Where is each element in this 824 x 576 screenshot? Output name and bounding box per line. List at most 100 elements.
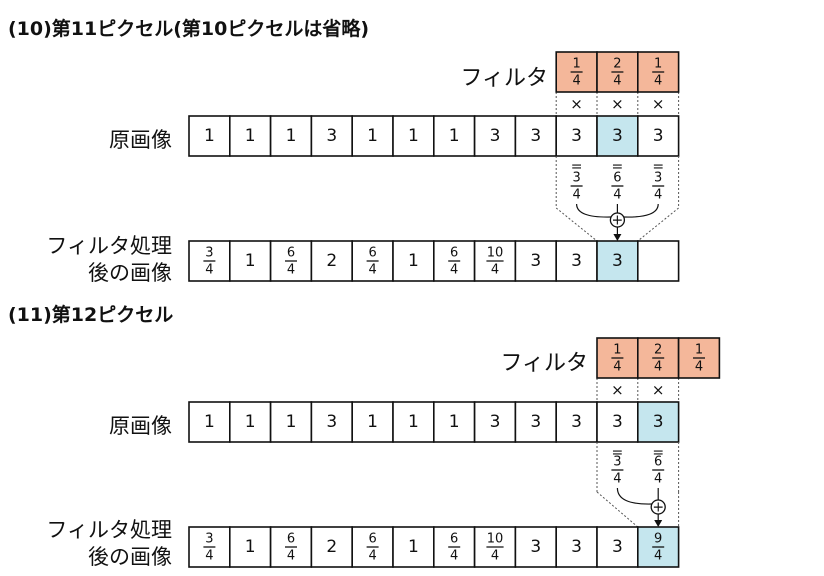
section-10-filter-coef-1-den: 4 [613, 74, 621, 89]
section-11-original-cell-3 [310, 401, 353, 443]
section-10-product-2-num: 3 [654, 170, 662, 185]
section-10-product-0-num: 3 [572, 170, 580, 185]
section-11-original-value-11: 3 [653, 412, 664, 432]
section-10-multiply-1: × [611, 95, 624, 113]
section-11-product-0-num: 3 [613, 454, 621, 469]
section-11-original-cell-5 [392, 401, 435, 443]
section-11-original-cell-7 [473, 401, 517, 443]
section-11-filtered-value-10: 3 [612, 537, 623, 557]
section-10-original-cell-8 [514, 115, 558, 157]
section-10-original-value-0: 1 [204, 126, 215, 146]
section-10-original-cell-0 [188, 115, 231, 157]
section-10-funnel-right-diag [637, 207, 679, 242]
section-11-filter-coef-1-den: 4 [654, 360, 662, 375]
section-11-filtered-value-7-den: 4 [491, 549, 499, 564]
section-10-original-value-7: 3 [490, 126, 501, 146]
section-11-original-value-1: 1 [245, 412, 256, 432]
section-11-product-0-den: 4 [613, 472, 621, 487]
section-10-filtered-cell-3 [310, 240, 353, 282]
section-10-filtered-value-3: 2 [326, 251, 337, 271]
section-10-product-2-den: 4 [654, 188, 662, 203]
section-10-filtered-value-4-den: 4 [368, 263, 376, 278]
section-11-filtered-value-7-num: 10 [487, 531, 504, 546]
section-10-filtered-value-9: 3 [571, 251, 582, 271]
section-10-heading: (10)第11ピクセル(第10ピクセルは省略) [8, 18, 370, 40]
section-11-filtered-label-1: フィルタ処理 [46, 518, 172, 542]
section-10-original-value-8: 3 [530, 126, 541, 146]
section-11-filtered-cell-8 [514, 526, 558, 568]
section-11-filtered-value-3: 2 [326, 537, 337, 557]
section-11-filter-coef-2-num: 1 [695, 342, 703, 357]
section-11-filtered-cell-10 [596, 526, 639, 568]
section-10-filtered-cell-0 [188, 240, 231, 282]
section-10-filter-label: フィルタ [460, 66, 548, 91]
section-11-filtered-value-8: 3 [530, 537, 541, 557]
section-11-original-cell-2 [269, 401, 313, 443]
section-11-filtered-cell-0 [188, 526, 231, 568]
section-11-original-value-2: 1 [286, 412, 297, 432]
section-11-original-value-10: 3 [612, 412, 623, 432]
section-11-filtered-cell-3 [310, 526, 353, 568]
section-10-filter-coef-0-num: 1 [572, 56, 580, 71]
section-10-equals-1: = [612, 159, 624, 175]
section-11-arrow-head [654, 520, 663, 527]
section-11-equals-1: = [652, 445, 664, 461]
section-10-original-value-9: 3 [571, 126, 582, 146]
section-11-filtered-value-11-num: 9 [654, 531, 662, 546]
section-11-product-1-den: 4 [654, 472, 662, 487]
section-11-filter-coef-2-den: 4 [695, 360, 703, 375]
section-11-equals-0: = [612, 445, 624, 461]
section-10-connector-2 [623, 203, 659, 218]
section-10-product-0-den: 4 [572, 188, 580, 203]
section-10-product-1-num: 6 [613, 170, 621, 185]
section-11-multiply-1: × [652, 381, 665, 399]
section-10-filtered-value-1: 1 [245, 251, 256, 271]
section-10-original-value-5: 1 [408, 126, 419, 146]
section-10-filtered-value-5: 1 [408, 251, 419, 271]
section-11-filtered-value-0-num: 3 [205, 531, 213, 546]
section-11-filtered-value-11-den: 4 [654, 549, 662, 564]
section-10-original-cell-1 [229, 115, 272, 157]
section-11-original-cell-9 [555, 401, 598, 443]
section-10-original-cell-2 [269, 115, 313, 157]
section-11-original-value-5: 1 [408, 412, 419, 432]
section-11-filtered-value-9: 3 [571, 537, 582, 557]
section-11-heading: (11)第12ピクセル [8, 304, 174, 326]
section-10-original-value-3: 3 [326, 126, 337, 146]
section-10-filtered-value-6-num: 6 [450, 245, 458, 260]
section-10-original-cell-7 [473, 115, 517, 157]
section-11-plus-sign: + [652, 500, 664, 516]
section-11-original-cell-11 [636, 401, 680, 443]
section-10-filtered-cell-11 [636, 240, 680, 282]
section-10-original-cell-10 [596, 115, 639, 157]
section-10-original-value-6: 1 [449, 126, 460, 146]
section-11-filter-coef-0-num: 1 [613, 342, 621, 357]
section-11-filtered-value-6-den: 4 [450, 549, 458, 564]
section-10-arrow-head [613, 234, 622, 241]
section-11-filtered-value-0-den: 4 [205, 549, 213, 564]
section-11-funnel-left-diag [596, 491, 639, 528]
section-11-filtered-value-4-den: 4 [368, 549, 376, 564]
section-10-filter-coef-2-den: 4 [654, 74, 662, 89]
section-11-original-value-7: 3 [490, 412, 501, 432]
section-11-original-cell-1 [229, 401, 272, 443]
section-10-original-value-11: 3 [653, 126, 664, 146]
section-11-filtered-value-6-num: 6 [450, 531, 458, 546]
section-11-filter-coef-0-den: 4 [613, 360, 621, 375]
section-10-filtered-value-0-den: 4 [205, 263, 213, 278]
section-11-original-value-3: 3 [326, 412, 337, 432]
section-11-filtered-value-1: 1 [245, 537, 256, 557]
section-10-original-value-4: 1 [367, 126, 378, 146]
section-10-original-value-1: 1 [245, 126, 256, 146]
section-10-filtered-label-2: 後の画像 [88, 261, 172, 285]
section-11-filtered-value-5: 1 [408, 537, 419, 557]
section-11-original-value-0: 1 [204, 412, 215, 432]
section-11-filtered-value-2-den: 4 [287, 549, 295, 564]
section-11-filtered-value-4-num: 6 [368, 531, 376, 546]
section-11-multiply-0: × [611, 381, 624, 399]
section-11-original-value-4: 1 [367, 412, 378, 432]
section-11-original-cell-8 [514, 401, 558, 443]
section-10-filtered-cell-9 [555, 240, 598, 282]
section-10-equals-0: = [571, 159, 583, 175]
section-10-multiply-0: × [570, 95, 583, 113]
